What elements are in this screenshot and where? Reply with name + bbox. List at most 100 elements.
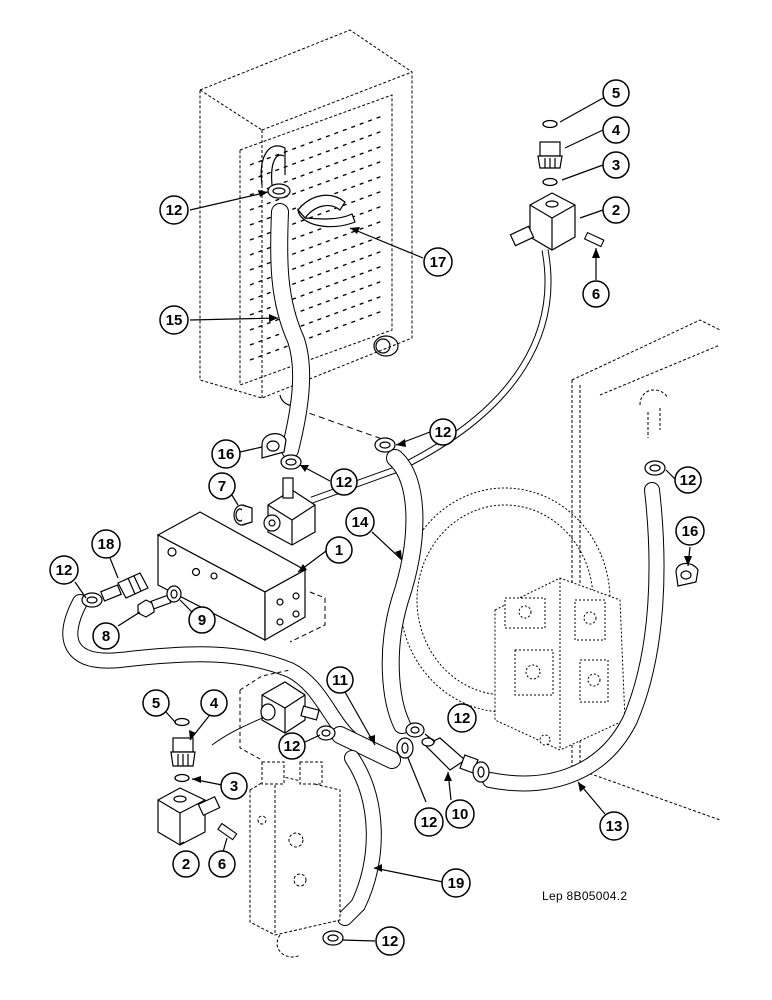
o-ring-5-lower: [174, 717, 190, 727]
svg-text:1: 1: [335, 542, 343, 559]
barb-fitting-18: [100, 572, 149, 602]
leader-arrowheads: [189, 190, 692, 872]
p-clip-16-upper: [261, 433, 287, 459]
washer-9: [166, 585, 182, 603]
clamp-g: [396, 737, 414, 759]
clamp-h: [405, 722, 425, 738]
tee-block-lower: [157, 787, 221, 846]
callout-8: 8: [92, 622, 120, 650]
callout-16-b: 16: [675, 516, 705, 546]
svg-text:18: 18: [98, 536, 115, 553]
clamp-f: [316, 725, 336, 741]
callout-4-top: 4: [602, 116, 630, 144]
svg-text:16: 16: [682, 523, 699, 540]
svg-text:16: 16: [218, 446, 235, 463]
clamp-b: [374, 437, 396, 453]
hose-top-to-cooler: [310, 249, 552, 504]
figure-reference-code: Lep 8B05004.2: [542, 889, 628, 903]
callout-2-top: 2: [602, 196, 630, 224]
hose-clamps: [81, 183, 666, 946]
callout-11: 11: [326, 666, 354, 694]
o-ring-5-top: [542, 119, 558, 129]
svg-text:19: 19: [448, 875, 465, 892]
clamp-d: [644, 460, 666, 476]
svg-text:12: 12: [421, 814, 438, 831]
clamp-i: [472, 761, 490, 783]
radiator-to-block-dashed: [299, 409, 386, 441]
callout-12-g: 12: [447, 703, 477, 733]
callout-bubbles: 5 4 3 2 6 12 17 15 12 16 12 7 14 12 16 1…: [49, 79, 705, 956]
hose-15: [270, 203, 311, 459]
callout-4-bot: 4: [200, 689, 228, 717]
callout-12-f: 12: [278, 732, 306, 760]
radiator-core: [199, 29, 413, 399]
dashed-support-box: [239, 669, 291, 761]
callout-12-d: 12: [674, 466, 702, 494]
elbow-fitting-10: [421, 737, 479, 774]
callout-13: 13: [599, 811, 629, 841]
clamp-e: [81, 592, 103, 608]
manifold-dashed-bracket: [289, 591, 326, 643]
tee-block-top: [509, 192, 576, 251]
svg-text:7: 7: [218, 478, 226, 495]
pin-6-top: [583, 231, 605, 248]
svg-text:12: 12: [382, 933, 399, 950]
adapter-4-lower: [170, 737, 196, 767]
callout-1: 1: [325, 536, 353, 564]
svg-text:15: 15: [166, 312, 183, 329]
strap-17: [297, 194, 356, 228]
p-clip-16-lower: [675, 562, 699, 587]
callout-10: 10: [445, 799, 475, 829]
svg-text:6: 6: [218, 856, 226, 873]
clamp-a: [267, 183, 291, 199]
callout-19: 19: [441, 868, 471, 898]
callout-14: 14: [345, 507, 375, 537]
svg-text:12: 12: [336, 474, 353, 491]
adapter-4-top: [537, 141, 563, 169]
callout-9: 9: [188, 606, 216, 634]
callout-5-top: 5: [602, 79, 630, 107]
tee-block-upper: [263, 477, 316, 546]
hydraulic-pump: [494, 577, 626, 751]
svg-text:12: 12: [680, 472, 697, 489]
clamp-j: [322, 930, 344, 946]
radiator-fins: [249, 114, 386, 361]
svg-text:9: 9: [198, 612, 206, 629]
svg-text:4: 4: [612, 122, 621, 139]
o-ring-3-lower: [174, 773, 190, 783]
callout-5-bot: 5: [142, 689, 170, 717]
clamp-c: [280, 454, 302, 470]
svg-text:2: 2: [182, 856, 190, 873]
svg-text:2: 2: [612, 202, 620, 219]
callout-12-e: 12: [49, 555, 79, 585]
svg-text:17: 17: [430, 254, 447, 271]
svg-text:12: 12: [284, 738, 301, 755]
callout-3-bot: 3: [220, 772, 248, 800]
callout-2-bot: 2: [172, 850, 200, 878]
svg-text:12: 12: [166, 202, 183, 219]
svg-text:3: 3: [612, 157, 620, 174]
callout-12-h: 12: [414, 807, 444, 837]
svg-text:5: 5: [152, 695, 160, 712]
callout-12-b: 12: [429, 418, 457, 446]
callout-12-i: 12: [375, 926, 405, 956]
hose-11: [331, 726, 401, 769]
callout-6-top: 6: [582, 280, 610, 308]
o-ring-3-top: [542, 177, 558, 187]
svg-text:8: 8: [102, 628, 110, 645]
callout-12-a: 12: [159, 195, 189, 225]
svg-text:12: 12: [435, 424, 452, 441]
svg-text:10: 10: [452, 806, 469, 823]
svg-text:11: 11: [332, 672, 348, 689]
svg-text:4: 4: [210, 695, 219, 712]
hose-13: [482, 482, 665, 792]
callout-3-top: 3: [602, 151, 630, 179]
callout-18: 18: [91, 529, 121, 559]
callout-17: 17: [423, 247, 453, 277]
svg-text:12: 12: [56, 562, 73, 579]
tee-block-middle: [260, 681, 320, 734]
hose-19: [337, 750, 382, 926]
lower-valve-block: [249, 761, 341, 958]
svg-text:12: 12: [454, 710, 471, 727]
